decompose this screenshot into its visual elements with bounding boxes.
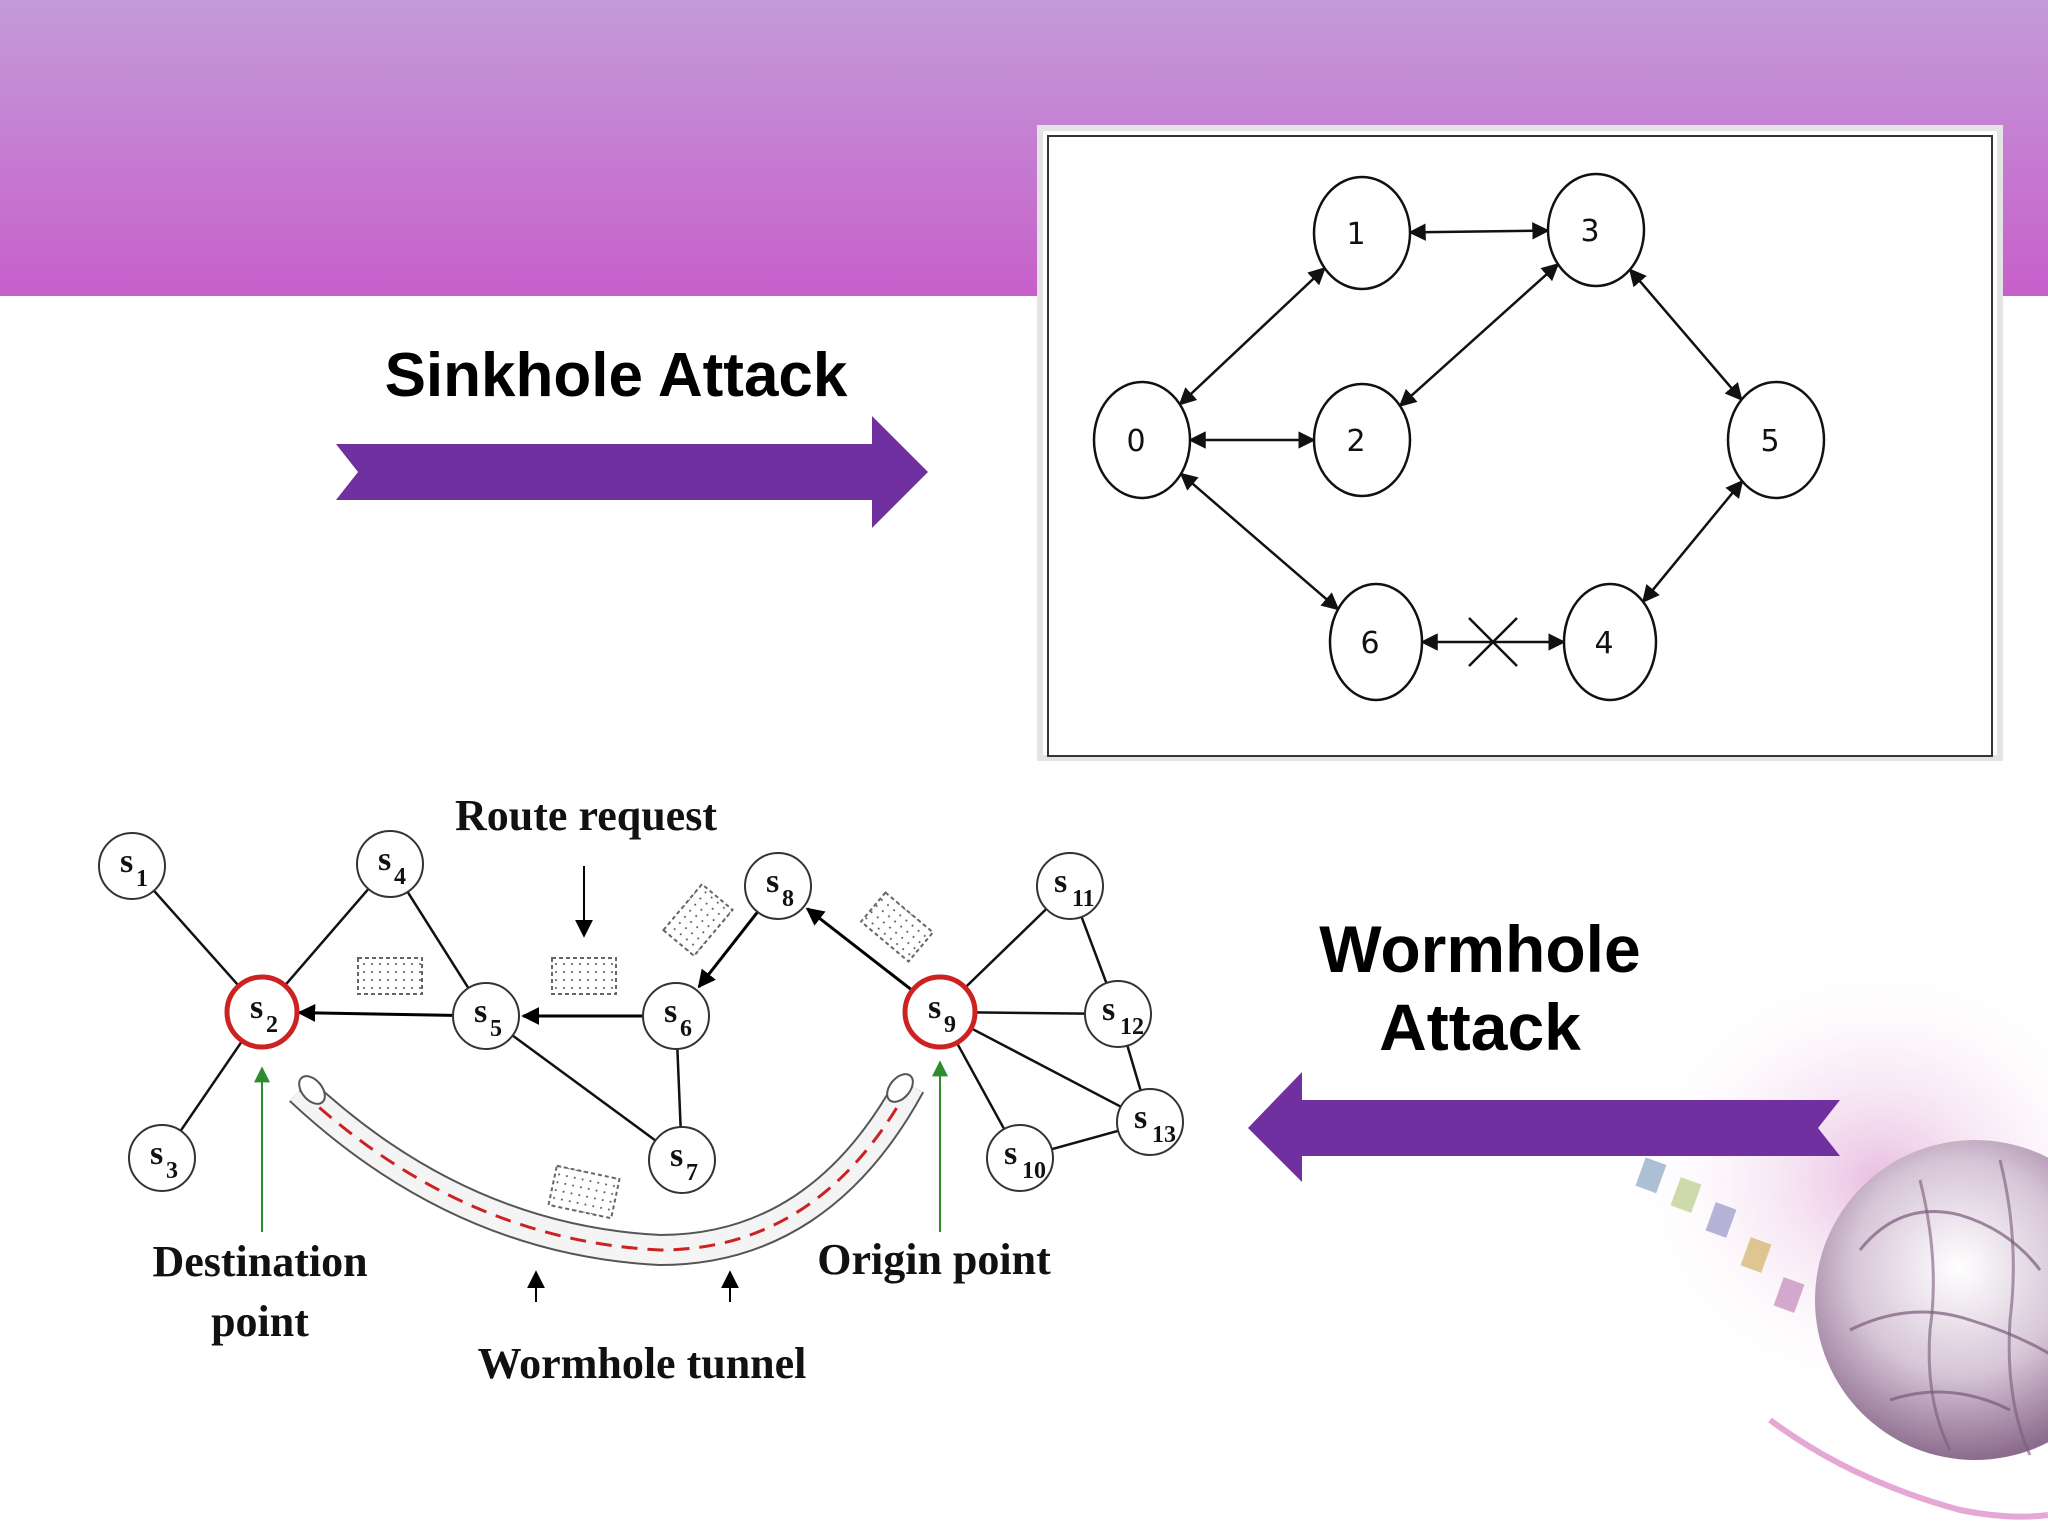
sinkhole-arrow bbox=[336, 416, 928, 528]
wormhole-node-subscript: 10 bbox=[1022, 1158, 1046, 1184]
sinkhole-node-label: 0 bbox=[1126, 424, 1145, 459]
sinkhole-edge-0-1 bbox=[1178, 266, 1326, 406]
wormhole-tunnel-label: Wormhole tunnel bbox=[478, 1339, 807, 1388]
sinkhole-node-4: 4 bbox=[1562, 582, 1658, 702]
sinkhole-node-2: 2 bbox=[1312, 382, 1412, 498]
wormhole-node-label: s bbox=[250, 989, 263, 1026]
blocked-link-icon bbox=[1468, 617, 1518, 667]
sinkhole-node-0: 0 bbox=[1092, 380, 1192, 500]
route-request-arrow-s5-s2 bbox=[297, 1003, 454, 1022]
wormhole-node-label: s bbox=[150, 1135, 163, 1172]
sinkhole-node-label: 1 bbox=[1346, 217, 1365, 252]
wormhole-link-s9-s10 bbox=[954, 1040, 1006, 1130]
wormhole-link-s12-s13 bbox=[1126, 1045, 1142, 1091]
wormhole-node-label: s bbox=[474, 993, 487, 1030]
wormhole-node-label: s bbox=[766, 863, 779, 900]
sinkhole-node-label: 4 bbox=[1594, 626, 1613, 661]
wormhole-node-subscript: 7 bbox=[686, 1160, 698, 1186]
wormhole-arrow bbox=[1248, 1072, 1840, 1182]
wormhole-link-s5-s7 bbox=[511, 1034, 657, 1142]
sinkhole-node-label: 5 bbox=[1760, 424, 1779, 459]
wormhole-title-line1: Wormhole bbox=[1319, 912, 1640, 986]
wormhole-link-s1-s2 bbox=[153, 889, 241, 989]
wormhole-node-label: s bbox=[1004, 1135, 1017, 1172]
wormhole-node-subscript: 9 bbox=[944, 1012, 956, 1038]
sinkhole-edge-5-4 bbox=[1641, 479, 1744, 604]
wormhole-graph: Route request Destination point Origin p… bbox=[98, 791, 1184, 1388]
wormhole-node-subscript: 8 bbox=[782, 886, 794, 912]
wormhole-node-label: s bbox=[1134, 1099, 1147, 1136]
decorative-globe bbox=[1620, 950, 2048, 1520]
route-request-arrow-s8-s6 bbox=[697, 911, 759, 989]
sinkhole-title: Sinkhole Attack bbox=[385, 341, 848, 410]
wormhole-link-s4-s5 bbox=[406, 891, 470, 989]
wormhole-link-s4-s2 bbox=[282, 888, 370, 988]
wormhole-link-s9-s13 bbox=[968, 1026, 1122, 1108]
packet-icon bbox=[551, 957, 617, 995]
wormhole-node-label: s bbox=[1054, 863, 1067, 900]
packet-icon bbox=[661, 882, 735, 958]
wormhole-node-subscript: 11 bbox=[1072, 886, 1095, 912]
sinkhole-node-6: 6 bbox=[1328, 582, 1424, 702]
destination-point-label-line1: Destination bbox=[152, 1237, 367, 1286]
destination-point-label-line2: point bbox=[211, 1297, 309, 1346]
wormhole-node-subscript: 6 bbox=[680, 1016, 692, 1042]
wormhole-node-subscript: 12 bbox=[1120, 1014, 1144, 1040]
sinkhole-edge-3-5 bbox=[1628, 268, 1743, 402]
wormhole-node-subscript: 5 bbox=[490, 1016, 502, 1042]
wormhole-node-subscript: 2 bbox=[266, 1012, 278, 1038]
wormhole-edges bbox=[153, 888, 1142, 1151]
wormhole-node-label: s bbox=[378, 841, 391, 878]
wormhole-title-line2: Attack bbox=[1379, 990, 1581, 1064]
sinkhole-edge-1-3 bbox=[1408, 222, 1550, 241]
sinkhole-node-3: 3 bbox=[1546, 172, 1646, 288]
packet-icon bbox=[357, 957, 423, 995]
wormhole-node-label: s bbox=[120, 843, 133, 880]
sinkhole-node-5: 5 bbox=[1726, 380, 1826, 500]
sinkhole-node-1: 1 bbox=[1312, 175, 1412, 291]
wormhole-link-s13-s10 bbox=[1051, 1129, 1119, 1151]
packet-icon bbox=[859, 891, 935, 963]
wormhole-node-subscript: 4 bbox=[394, 864, 406, 890]
route-request-arrow-s9-s8 bbox=[805, 907, 915, 993]
wormhole-node-subscript: 13 bbox=[1152, 1122, 1176, 1148]
origin-point-label: Origin point bbox=[817, 1235, 1051, 1284]
wormhole-link-s9-s11 bbox=[962, 908, 1048, 990]
sinkhole-graph: 0 1 2 3 4 5 6 bbox=[1092, 172, 1826, 702]
wormhole-link-s11-s12 bbox=[1080, 916, 1108, 984]
route-request-label: Route request bbox=[455, 791, 717, 840]
wormhole-node-label: s bbox=[664, 993, 677, 1030]
packet-icon bbox=[547, 1164, 621, 1220]
wormhole-tunnel-path bbox=[298, 1084, 912, 1252]
wormhole-node-label: s bbox=[928, 989, 941, 1026]
wormhole-node-label: s bbox=[1102, 991, 1115, 1028]
wormhole-node-subscript: 3 bbox=[166, 1158, 178, 1184]
wormhole-link-s3-s2 bbox=[179, 1038, 245, 1132]
sinkhole-edge-2-3 bbox=[1398, 262, 1560, 408]
wormhole-link-s6-s7 bbox=[676, 1048, 682, 1128]
sinkhole-node-label: 3 bbox=[1580, 214, 1599, 249]
sinkhole-node-label: 2 bbox=[1346, 424, 1365, 459]
sinkhole-edge-0-6 bbox=[1179, 472, 1340, 611]
wormhole-node-label: s bbox=[670, 1137, 683, 1174]
wormhole-link-s9-s12 bbox=[972, 1011, 1086, 1015]
wormhole-node-subscript: 1 bbox=[136, 866, 148, 892]
sinkhole-node-label: 6 bbox=[1360, 626, 1379, 661]
